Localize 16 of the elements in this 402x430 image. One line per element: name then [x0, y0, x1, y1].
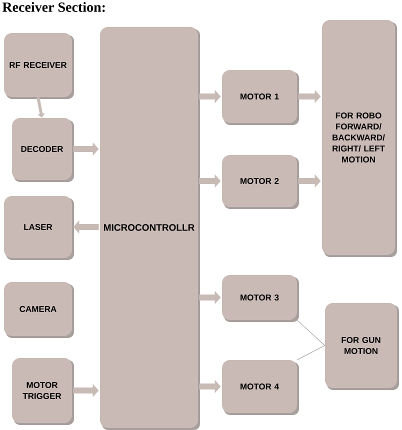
block-box: CAMERA: [4, 282, 74, 338]
block-box: LASER: [4, 196, 74, 260]
block-box: FOR GUN MOTION: [325, 303, 399, 390]
block-box: MOTOR TRIGGER: [12, 358, 74, 425]
block-box: MICROCONTROLLR: [100, 27, 200, 430]
block-box: DECODER: [12, 118, 74, 182]
block-box: MOTOR 1: [222, 70, 299, 125]
block-box: MOTOR 2: [222, 155, 299, 209]
heading: Receiver Section:: [2, 2, 105, 12]
arrow: [36, 96, 45, 118]
connector-line: [296, 345, 326, 360]
block-box: FOR ROBO FORWARD/ BACKWARD/ RIGHT/ LEFT MOTION: [322, 20, 397, 257]
block-box: MOTOR 3: [222, 275, 299, 322]
connector-line: [296, 320, 326, 346]
block-box: MOTOR 4: [222, 360, 299, 415]
block-box: RF RECEIVER: [4, 33, 74, 99]
